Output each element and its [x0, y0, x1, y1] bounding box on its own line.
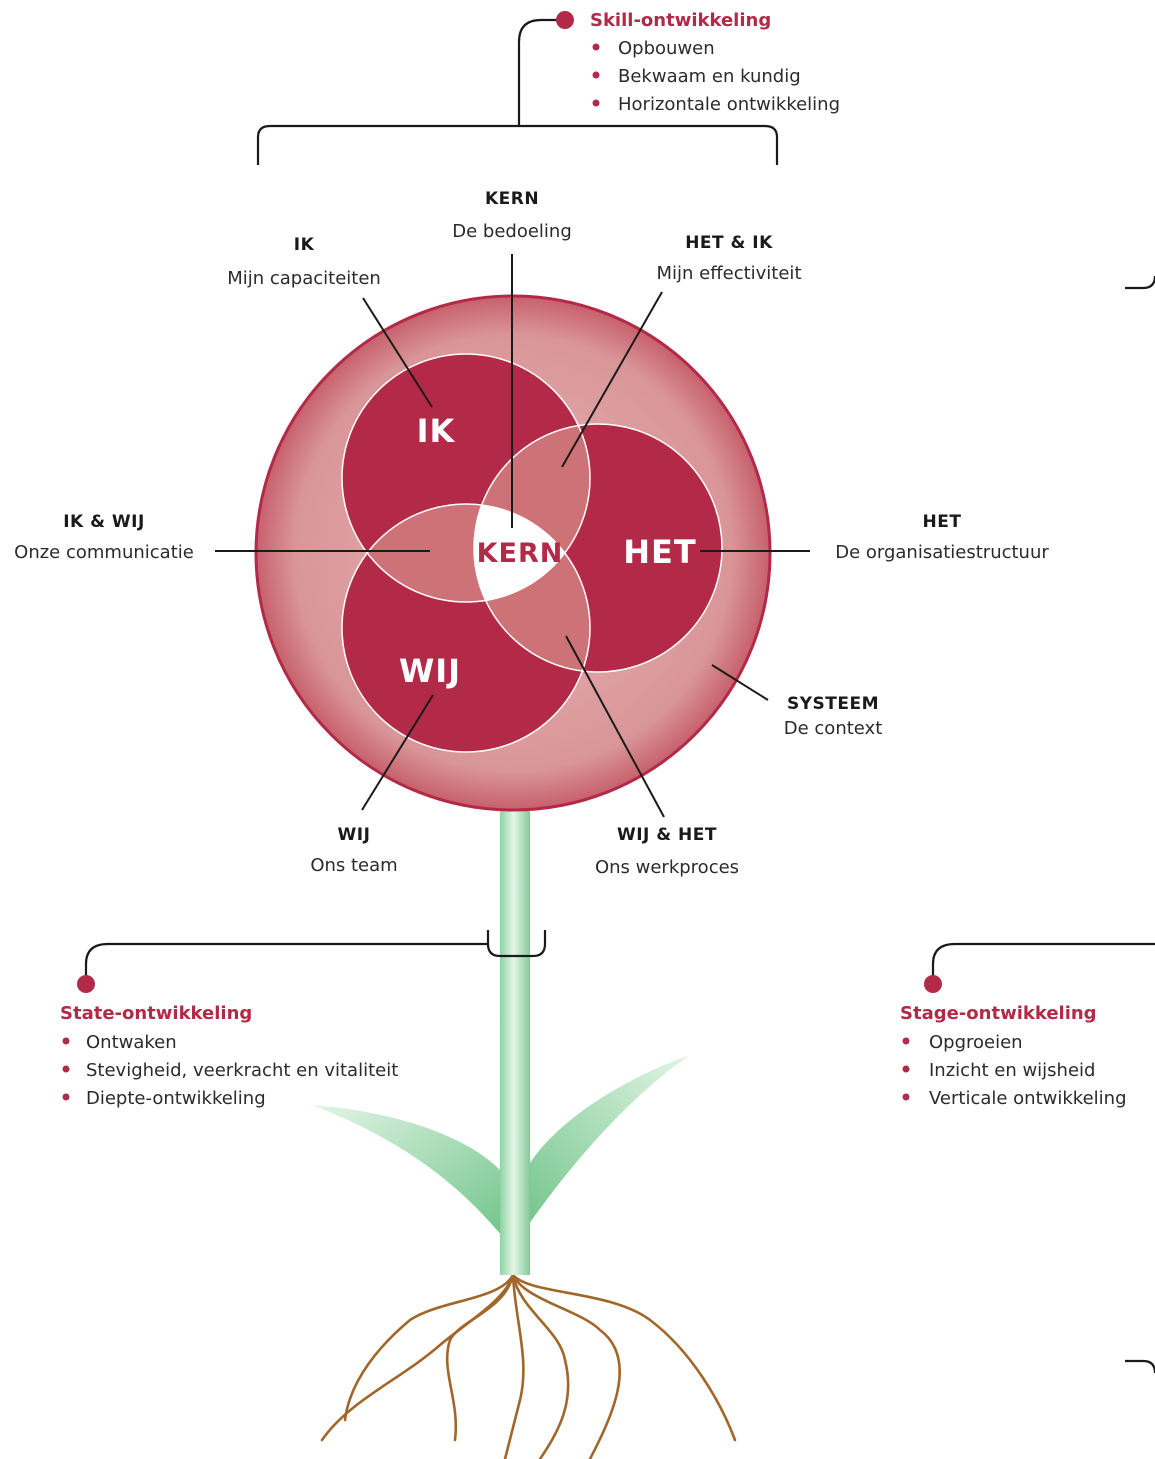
skill-dot	[556, 11, 574, 29]
label-het-ik-title: HET & IK	[685, 233, 773, 253]
state-title: State-ontwikkeling	[60, 1003, 252, 1024]
label-ik: IK Mijn capaciteiten	[227, 235, 381, 289]
label-ik-title: IK	[294, 235, 315, 255]
label-het-ik-subtitle: Mijn effectiviteit	[656, 263, 801, 284]
stage-bullet-3	[902, 1093, 910, 1101]
skill-development: Skill-ontwikkeling Opbouwen Bekwaam en k…	[590, 10, 840, 115]
label-systeem-title: SYSTEEM	[787, 694, 879, 714]
label-wij-het-subtitle: Ons werkproces	[595, 857, 739, 878]
skill-item-3: Horizontale ontwikkeling	[618, 94, 840, 115]
stage-item-1: Opgroeien	[929, 1032, 1023, 1053]
state-development: State-ontwikkeling Ontwaken Stevigheid, …	[60, 1003, 398, 1109]
stage-item-2: Inzicht en wijsheid	[929, 1060, 1095, 1081]
state-bullet-3	[62, 1093, 70, 1101]
skill-bracket	[256, 11, 779, 165]
skill-bullet-2	[592, 71, 600, 79]
state-bullet-1	[62, 1037, 70, 1045]
flower-head: IK HET WIJ KERN	[254, 294, 772, 812]
stem	[500, 800, 530, 1275]
label-het: HET De organisatiestructuur	[835, 512, 1049, 563]
label-kern-subtitle: De bedoeling	[452, 221, 572, 242]
state-bullet-2	[62, 1065, 70, 1073]
state-item-1: Ontwaken	[86, 1032, 177, 1053]
leaves	[312, 1055, 690, 1245]
label-kern: KERN De bedoeling	[452, 189, 572, 242]
label-wij-title: WIJ	[338, 825, 371, 845]
label-het-title: HET	[923, 512, 962, 532]
label-ik-subtitle: Mijn capaciteiten	[227, 268, 381, 289]
leaf-left	[312, 1105, 512, 1245]
label-het-ik: HET & IK Mijn effectiviteit	[656, 233, 801, 284]
state-dot	[77, 975, 95, 993]
label-systeem: SYSTEEM De context	[784, 694, 883, 739]
label-wij-subtitle: Ons team	[310, 855, 397, 876]
stage-title: Stage-ontwikkeling	[900, 1003, 1097, 1024]
roots	[320, 1273, 737, 1459]
kern-word: KERN	[477, 538, 564, 569]
leader-lines	[215, 254, 810, 818]
skill-item-2: Bekwaam en kundig	[618, 66, 801, 87]
stage-item-3: Verticale ontwikkeling	[929, 1088, 1127, 1109]
label-ik-wij: IK & WIJ Onze communicatie	[14, 512, 194, 563]
het-ik-overlap	[474, 424, 590, 602]
label-wij-het-title: WIJ & HET	[617, 825, 717, 845]
stage-bracket-right	[1125, 275, 1155, 1374]
label-systeem-subtitle: De context	[784, 718, 883, 739]
stage-bullet-1	[902, 1037, 910, 1045]
het-word: HET	[623, 533, 696, 571]
kern-region	[474, 504, 590, 602]
label-wij: WIJ Ons team	[310, 825, 397, 876]
state-bracket	[77, 930, 547, 993]
skill-bullet-3	[592, 99, 600, 107]
label-ik-wij-subtitle: Onze communicatie	[14, 542, 194, 563]
skill-bullet-1	[592, 43, 600, 51]
stage-development: Stage-ontwikkeling Opgroeien Inzicht en …	[900, 1003, 1127, 1109]
ik-word: IK	[417, 412, 456, 450]
label-wij-het: WIJ & HET Ons werkproces	[595, 825, 739, 878]
stage-bullet-2	[902, 1065, 910, 1073]
wij-word: WIJ	[399, 652, 461, 690]
leaf-right	[517, 1055, 690, 1240]
state-item-2: Stevigheid, veerkracht en vitaliteit	[86, 1060, 398, 1081]
label-het-subtitle: De organisatiestructuur	[835, 542, 1049, 563]
stage-dot	[924, 975, 942, 993]
state-item-3: Diepte-ontwikkeling	[86, 1088, 266, 1109]
label-kern-title: KERN	[485, 189, 539, 209]
skill-item-1: Opbouwen	[618, 38, 715, 59]
skill-title: Skill-ontwikkeling	[590, 10, 771, 31]
stage-bracket	[924, 942, 1155, 993]
label-ik-wij-title: IK & WIJ	[63, 512, 145, 532]
